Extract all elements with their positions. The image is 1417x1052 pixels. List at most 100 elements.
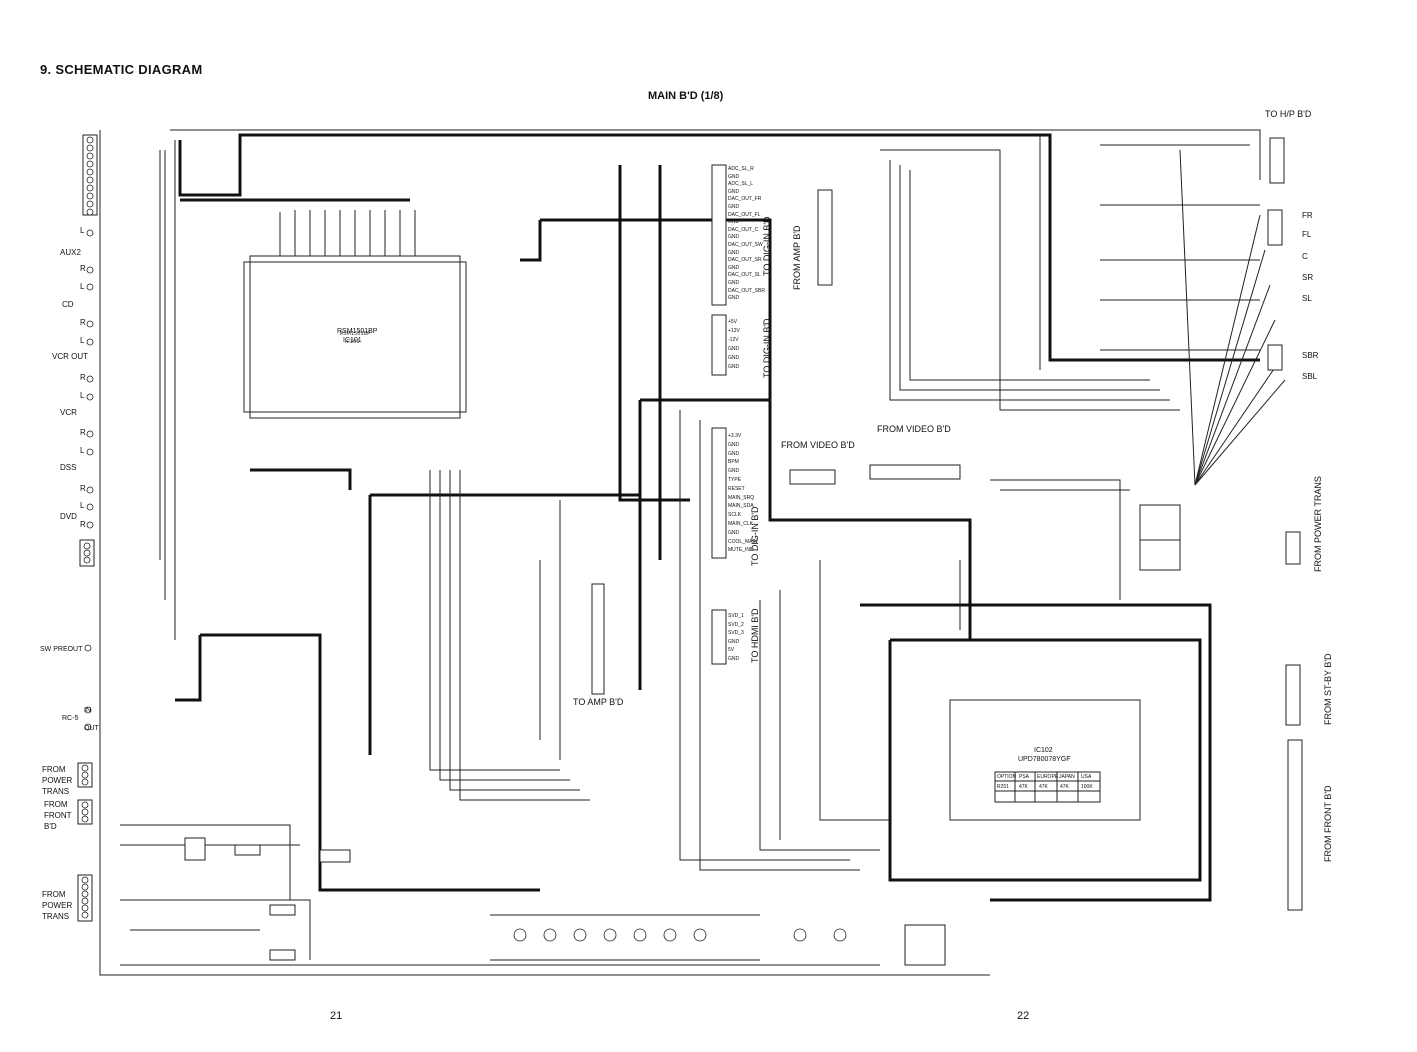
pin-label: +5V xyxy=(728,319,738,325)
pin-label: SCLK xyxy=(728,512,742,519)
pin-label: MUTE_IND xyxy=(728,547,754,554)
sw-preout-label: SW PREOUT xyxy=(40,646,83,653)
output-sr: SR xyxy=(1302,273,1314,282)
output-sbl: SBL xyxy=(1302,372,1318,381)
from-amp-label: FROM AMP B'D xyxy=(792,225,802,290)
text-line: B'D xyxy=(44,822,57,831)
text-line: POWER xyxy=(42,901,73,910)
right-connectors xyxy=(1139,137,1303,911)
option-usa: USA xyxy=(1081,774,1092,780)
hdmi-pins: SVD_1 SVD_2 SVD_3 GND 5V GND xyxy=(728,612,744,664)
r251-psa: 47K xyxy=(1019,784,1028,790)
pin-label: GND xyxy=(728,468,740,475)
to-hdmi-label: TO HDMI B'D xyxy=(750,608,760,663)
from-video-label-2: FROM VIDEO B'D xyxy=(877,424,951,434)
text-line: POWER xyxy=(42,776,73,785)
output-sbr: SBR xyxy=(1302,351,1319,360)
aux2-r: R xyxy=(80,264,86,273)
pin-label: GND xyxy=(728,249,740,256)
from-video-label-1: FROM VIDEO B'D xyxy=(781,440,855,450)
dig-in-connectors xyxy=(591,164,961,695)
page-number-left: 21 xyxy=(330,1010,343,1022)
pin-label: DAC_OUT_C xyxy=(728,226,759,233)
cd-r: R xyxy=(80,318,86,327)
pin-label: GND xyxy=(728,203,740,210)
pin-label: GND xyxy=(728,364,740,370)
pin-label: -12V xyxy=(728,337,739,343)
bottom-transistors xyxy=(490,914,946,966)
pin-label: GND xyxy=(728,279,740,286)
output-fr: FR xyxy=(1302,211,1313,220)
pin-label: GND xyxy=(728,264,740,271)
mcu-ic-ref: IC102 xyxy=(1034,747,1053,754)
pin-label: ADC_SL_R xyxy=(728,166,754,172)
from-power-trans-left-2: FROM POWER TRANS xyxy=(42,889,72,922)
text-line: FROM xyxy=(42,765,66,774)
from-front-right-label: FROM FRONT B'D xyxy=(1323,785,1333,862)
left-connectors xyxy=(77,134,98,922)
pin-label: GND xyxy=(728,655,740,662)
aux2-l: L xyxy=(80,226,85,235)
text-line: FROM xyxy=(44,800,68,809)
pin-label: COOL_MAIN xyxy=(728,538,758,545)
pin-label: ADC_SL_L xyxy=(728,181,754,188)
pin-label: GND xyxy=(728,295,740,302)
option-psa: PSA xyxy=(1019,774,1030,780)
dsp-bus xyxy=(279,210,416,260)
rc5-out-label: OUT xyxy=(84,725,99,732)
pin-label: GND xyxy=(728,441,740,448)
pin-label: SVD_1 xyxy=(728,613,744,619)
pin-label: GND xyxy=(728,638,740,645)
svg-text:IC101: IC101 xyxy=(345,339,360,345)
dsp-ic: RSM1501BP IC101 xyxy=(243,255,467,419)
aux2-label: AUX2 xyxy=(60,248,81,257)
to-hp-label: TO H/P B'D xyxy=(1265,109,1312,119)
output-c: C xyxy=(1302,252,1308,261)
pin-label: MAIN_CLK xyxy=(728,520,754,527)
option-header: OPTION xyxy=(997,774,1017,780)
to-dig-in-label-2: TO DIG-IN B'D xyxy=(762,318,772,378)
pin-label: TYPE xyxy=(728,476,742,483)
option-japan: JAPAN xyxy=(1059,774,1075,780)
dss-label: DSS xyxy=(60,463,77,472)
from-power-trans-right-label: FROM POWER TRANS xyxy=(1313,476,1323,572)
board-subtitle: MAIN B'D (1/8) xyxy=(648,90,724,102)
from-st-by-label: FROM ST-BY B'D xyxy=(1323,653,1333,725)
pin-label: GND xyxy=(728,234,740,241)
dig-in-pins-3: +3.3V GND GND BPM GND TYPE RESET MAIN_SR… xyxy=(728,432,757,555)
r251-name: R251 xyxy=(997,784,1009,790)
text-line: TRANS xyxy=(42,912,70,921)
dvd-label: DVD xyxy=(60,512,77,521)
pin-label: MAIN_SDA xyxy=(728,503,754,510)
pin-label: GND xyxy=(728,173,740,180)
page-number-right: 22 xyxy=(1017,1010,1030,1022)
cd-l: L xyxy=(80,282,85,291)
pin-label: GND xyxy=(728,188,740,195)
page-title: 9. SCHEMATIC DIAGRAM xyxy=(40,62,203,77)
pin-label: DAC_OUT_SL xyxy=(728,272,761,279)
from-front-left: FROM FRONT B'D xyxy=(44,799,72,832)
dig-in-pins-1: ADC_SL_R GND ADC_SL_L GND DAC_OUT_FR GND… xyxy=(728,166,765,303)
vcr-l: L xyxy=(80,391,85,400)
dsp-ic-part: RSM1501BP xyxy=(337,328,378,335)
mcu-ic xyxy=(949,699,1141,821)
text-line: FRONT xyxy=(44,811,72,820)
text-line: TRANS xyxy=(42,787,70,796)
pin-label: DAC_OUT_FL xyxy=(728,211,761,218)
vcr-r: R xyxy=(80,428,86,437)
dss-r: R xyxy=(80,484,86,493)
pin-label: +12V xyxy=(728,328,740,334)
pin-label: RESET xyxy=(728,485,745,492)
option-europe: EUROPE xyxy=(1037,774,1059,780)
vcr-label: VCR xyxy=(60,408,77,417)
dig-in-pins-2: +5V +12V -12V GND GND GND xyxy=(728,318,740,372)
pin-label: GND xyxy=(728,529,740,536)
pin-label: DAC_OUT_SBR xyxy=(728,287,765,294)
pin-label: GND xyxy=(728,450,740,457)
pin-label: BPM xyxy=(728,459,739,466)
dvd-l: L xyxy=(80,501,85,510)
pin-label: DAC_OUT_SR xyxy=(728,257,762,264)
wiring xyxy=(99,129,1286,976)
mcu-ic-part: UPD780078YGF xyxy=(1018,756,1071,763)
